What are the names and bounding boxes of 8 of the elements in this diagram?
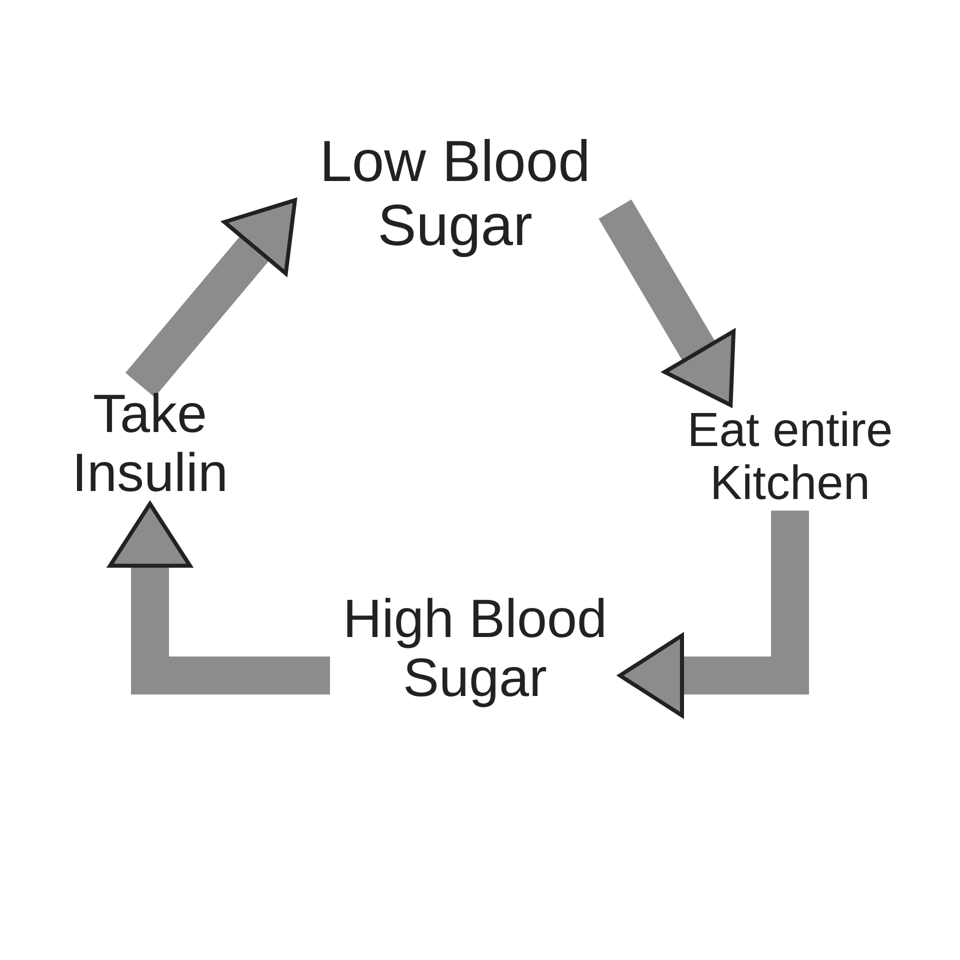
- block-arrow: [125, 198, 297, 398]
- node-label: Eat entire Kitchen: [686, 405, 894, 511]
- block-arrow: [618, 510, 809, 718]
- node-label: High Blood Sugar: [342, 590, 608, 709]
- node-label: Take Insulin: [70, 385, 230, 504]
- block-arrow: [108, 502, 330, 694]
- node-label: Low Blood Sugar: [318, 130, 592, 258]
- block-arrow: [598, 199, 736, 408]
